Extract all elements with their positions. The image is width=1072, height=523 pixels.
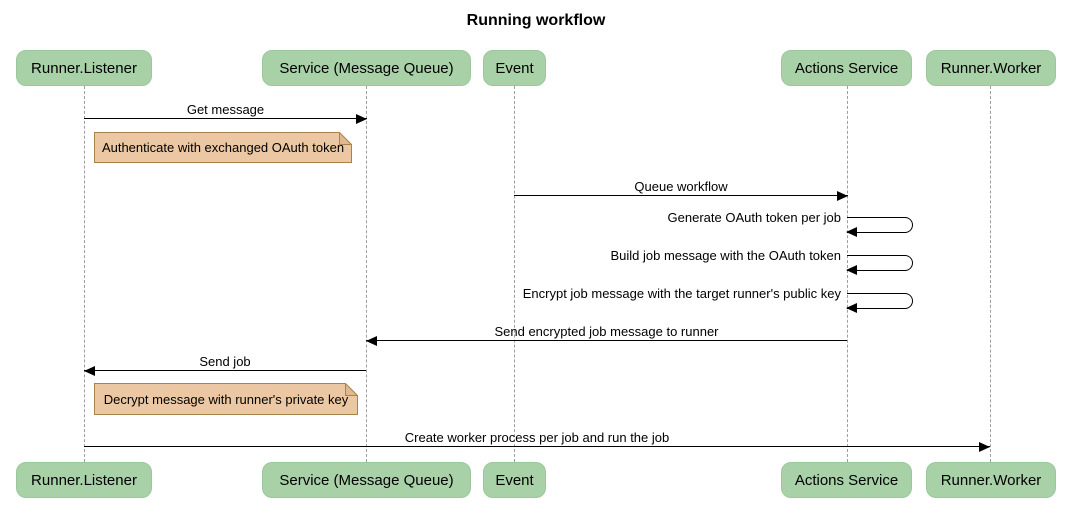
actor-bottom-event: Event — [483, 462, 546, 498]
message-arrow — [84, 114, 367, 124]
lifeline-runner-worker — [990, 86, 991, 462]
actor-top-service-message-queue: Service (Message Queue) — [262, 50, 471, 86]
message-arrow — [514, 191, 848, 201]
lifeline-event — [514, 86, 515, 462]
message-label: Create worker process per job and run th… — [404, 430, 670, 445]
note-fold-icon — [339, 132, 352, 145]
note-text: Decrypt message with runner's private ke… — [103, 391, 349, 407]
actor-bottom-service-message-queue: Service (Message Queue) — [262, 462, 471, 498]
actor-top-runner-listener: Runner.Listener — [16, 50, 152, 86]
lifeline-runner-listener — [84, 86, 85, 462]
message-label: Send encrypted job message to runner — [494, 324, 719, 339]
note-authenticate: Authenticate with exchanged OAuth token — [94, 132, 352, 163]
message-arrow — [84, 366, 366, 376]
actor-bottom-runner-worker: Runner.Worker — [926, 462, 1056, 498]
note-text: Authenticate with exchanged OAuth token — [101, 140, 345, 155]
message-queue-workflow: Queue workflow — [514, 179, 848, 201]
actor-bottom-actions-service: Actions Service — [781, 462, 912, 498]
note-decrypt: Decrypt message with runner's private ke… — [94, 383, 358, 415]
message-get-message: Get message — [84, 102, 367, 124]
message-label: Generate OAuth token per job — [667, 210, 841, 225]
message-arrow — [366, 336, 847, 346]
self-loop-arrow — [846, 293, 913, 313]
message-label: Get message — [186, 102, 265, 117]
actor-bottom-runner-listener: Runner.Listener — [16, 462, 152, 498]
message-label: Queue workflow — [634, 179, 728, 194]
diagram-title: Running workflow — [466, 12, 606, 29]
message-label: Encrypt job message with the target runn… — [522, 286, 841, 301]
actor-top-event: Event — [483, 50, 546, 86]
message-label: Send job — [199, 354, 251, 369]
message-send-job: Send job — [84, 354, 366, 376]
message-arrow — [84, 442, 990, 452]
message-send-encrypted-job: Send encrypted job message to runner — [366, 324, 847, 346]
actor-top-runner-worker: Runner.Worker — [926, 50, 1056, 86]
lifeline-service-message-queue — [366, 86, 367, 462]
message-label: Build job message with the OAuth token — [610, 248, 841, 263]
note-fold-icon — [345, 383, 358, 396]
self-loop-arrow — [846, 217, 913, 237]
actor-top-actions-service: Actions Service — [781, 50, 912, 86]
self-loop-arrow — [846, 255, 913, 275]
message-create-worker-process: Create worker process per job and run th… — [84, 430, 990, 452]
